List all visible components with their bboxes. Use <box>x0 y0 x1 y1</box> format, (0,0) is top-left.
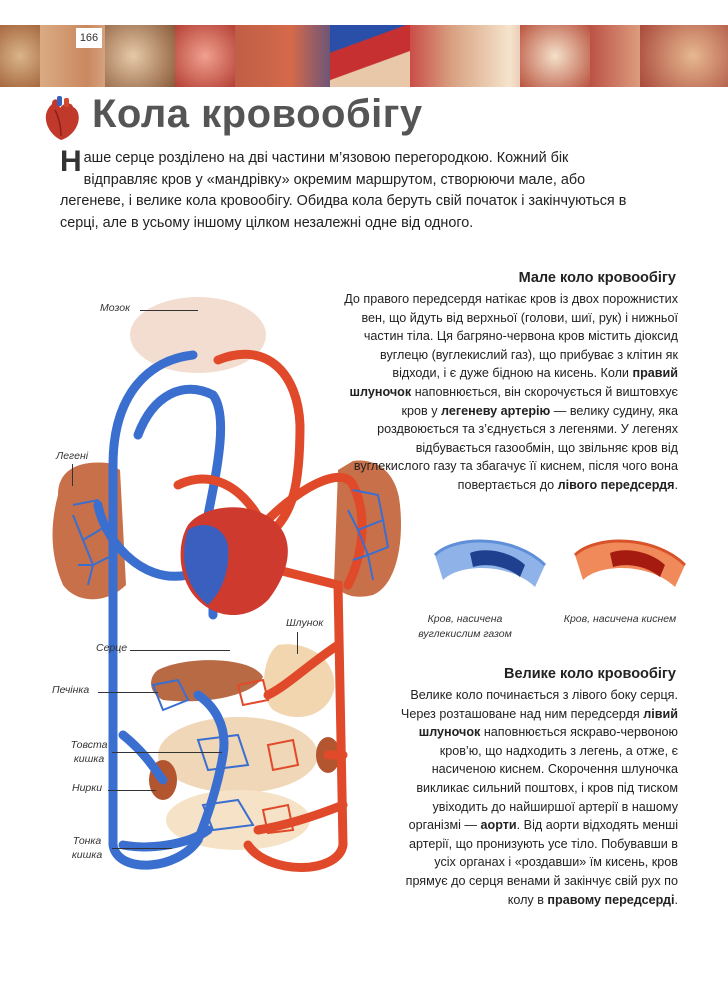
red-vessel-caption: Кров, насичена киснем <box>563 613 677 625</box>
small-circle-text-1: До правого передсердя натікає кров із дв… <box>344 292 678 381</box>
large-circle-text-end: . <box>674 892 679 907</box>
bone-image <box>105 25 175 87</box>
label-colon-line <box>112 752 222 753</box>
lung-image <box>640 25 728 87</box>
intro-dropcap: Н <box>60 145 82 178</box>
label-kidneys: Нирки <box>72 782 103 794</box>
label-colon: Товста кишка <box>70 739 108 765</box>
colon-shape <box>158 717 318 793</box>
small-circle-text-end: . <box>674 477 679 492</box>
lung-capillaries-right <box>347 489 390 581</box>
large-circle-left-ventricle: лівий шлуночок <box>418 706 678 740</box>
page-title: Кола кровообігу <box>92 92 423 136</box>
circulation-diagram <box>52 297 401 872</box>
label-liver-line <box>98 692 158 693</box>
heart-icon <box>45 96 79 140</box>
small-circle-title: Мале коло кровообігу <box>518 270 676 286</box>
small-circle-text: До правого передсердя натікає кров із дв… <box>340 290 678 495</box>
label-lungs: Легені <box>56 450 89 462</box>
label-stomach-line <box>297 632 298 654</box>
small-circle-text-3: — велику судину, яка роздвоюється та з’є… <box>353 403 678 492</box>
label-liver: Печінка <box>52 684 90 696</box>
lung-capillaries-left <box>72 498 115 586</box>
vessels-image <box>330 25 410 87</box>
large-circle-text-1: Велике коло починається з лівого боку се… <box>400 688 678 721</box>
label-brain-line <box>140 310 198 311</box>
large-circle-title: Велике коло кровообігу <box>504 666 676 682</box>
page-number: 166 <box>76 28 102 48</box>
label-kidneys-line <box>108 790 156 791</box>
label-small-intestine-line <box>112 848 172 849</box>
organ-arterioles <box>236 678 300 835</box>
label-lungs-line <box>72 464 73 486</box>
small-circle-text-2: наповнюється, він скорочується й виштовх… <box>401 384 678 418</box>
large-circle-right-atrium: правому передсерді <box>547 892 675 907</box>
blue-vessel-image <box>433 539 547 587</box>
ear-image <box>0 25 40 87</box>
liver-shape <box>151 660 263 702</box>
large-circle-text: Велике коло починається з лівого боку се… <box>390 686 678 909</box>
arteries <box>173 349 367 872</box>
intro-text: аше серце розділено на дві частини м’язо… <box>60 150 627 231</box>
top-banner-image <box>0 25 728 87</box>
brain-shape <box>130 297 266 373</box>
small-circle-pulmonary-artery: легеневу артерію <box>441 403 551 418</box>
left-lung-shape <box>52 462 126 600</box>
heart-right-side <box>184 525 229 605</box>
label-heart: Серце <box>96 642 128 654</box>
tissue-image <box>175 25 235 87</box>
large-circle-aorta: аорти <box>480 818 517 833</box>
organ-image <box>520 25 590 87</box>
large-circle-text-3: . Від аорти відходять менші артерії, що … <box>405 818 678 907</box>
right-lung-shape <box>334 460 401 597</box>
red-vessel-image <box>573 539 687 587</box>
label-heart-line <box>130 650 230 651</box>
blue-vessel-caption: Кров, насичена вуглекислим газом <box>418 613 512 640</box>
large-circle-text-2: наповнюється яскраво-червоною кров’ю, що… <box>408 725 678 833</box>
organ-capillaries <box>151 678 255 832</box>
label-stomach: Шлунок <box>286 617 324 629</box>
small-circle-left-atrium: лівого передсердя <box>557 477 675 492</box>
label-brain: Мозок <box>100 302 131 314</box>
small-circle-right-ventricle: правий шлуночок <box>349 366 678 399</box>
label-small-intestine: Тонка кишка <box>71 835 103 861</box>
